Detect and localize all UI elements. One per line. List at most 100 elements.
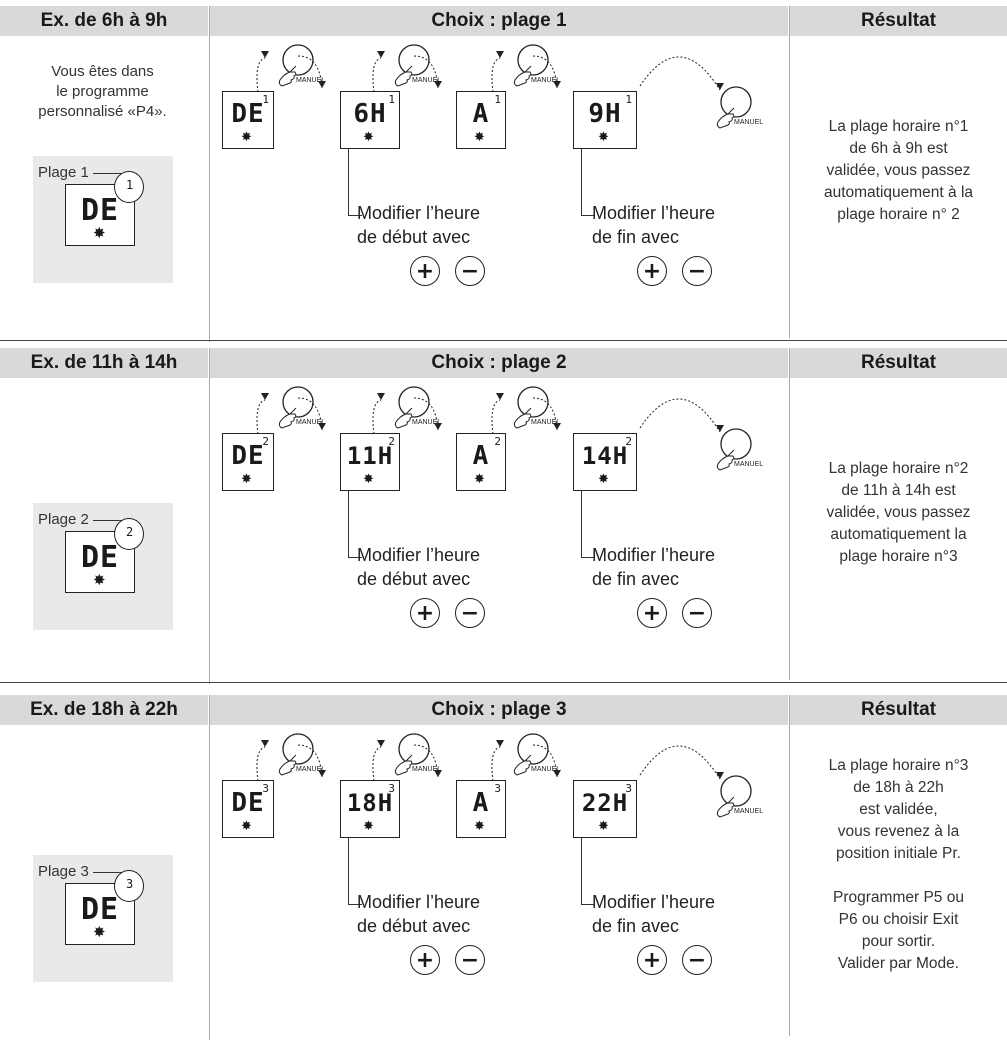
lcd-range-index: 3 (625, 782, 632, 795)
dotted-arrow (491, 51, 504, 93)
result-line: position initiale Pr. (836, 845, 961, 862)
result-line: de 6h à 9h est (849, 140, 948, 157)
start-plus-button: + (410, 598, 440, 628)
bracket-line (348, 149, 349, 215)
dotted-arrow (413, 55, 442, 89)
dotted-arrow (639, 398, 724, 433)
result-line: Programmer P5 ou (833, 889, 964, 906)
manuel-press-3-press-icon: MANUEL (513, 44, 560, 87)
lcd-range-index: 2 (388, 435, 395, 448)
dotted-arrow (256, 740, 269, 782)
sun-icon: ✸ (241, 818, 252, 833)
bracket-line (348, 904, 362, 905)
modify-line: Modifier l’heure (592, 545, 716, 565)
column-divider (209, 695, 210, 1040)
result-line: validée, vous passez (826, 504, 971, 521)
lcd-range-index: 3 (388, 782, 395, 795)
manuel-press-1-press-icon: MANUEL (278, 733, 325, 776)
dotted-arrow (256, 393, 269, 435)
modify-line: de début avec (357, 916, 471, 936)
manuel-label: MANUEL (296, 77, 325, 84)
end-plus-button: + (637, 256, 667, 286)
end-minus-button: − (682, 945, 712, 975)
dotted-arrow (413, 744, 442, 778)
start-plus-button: + (410, 256, 440, 286)
sun-icon: ✸ (241, 129, 252, 144)
end-plus-button: + (637, 945, 667, 975)
manuel-label: MANUEL (531, 419, 560, 426)
sun-icon: ✸ (474, 129, 485, 144)
header-example: Ex. de 11h à 14h (0, 348, 208, 378)
modify-line: Modifier l’heure (357, 545, 481, 565)
end-plus-button: + (637, 598, 667, 628)
header-result: Résultat (790, 6, 1007, 36)
sun-icon: ✸ (241, 471, 252, 486)
bracket-line (581, 557, 595, 558)
bracket-line (581, 215, 595, 216)
manuel-press-final-press-icon: MANUEL (716, 775, 763, 818)
intro-line: Vous êtes dans (51, 63, 154, 80)
manuel-press-1-press-icon: MANUEL (278, 386, 325, 429)
manuel-label: MANUEL (296, 766, 325, 773)
result-line: pour sortir. (861, 933, 936, 950)
leader-line (93, 520, 137, 521)
header-choice: Choix : plage 2 (210, 348, 788, 378)
lcd-digits: 18H (346, 789, 394, 817)
modify-line: Modifier l’heure (592, 203, 716, 223)
lcd-range-index: 2 (494, 435, 501, 448)
manuel-press-final-press-icon: MANUEL (716, 428, 763, 471)
manuel-label: MANUEL (412, 77, 441, 84)
dotted-arrow (639, 56, 724, 91)
range-index-highlight: 3 (114, 870, 144, 902)
lcd-digits: DE (80, 892, 120, 927)
plage-label: Plage 2 (38, 511, 89, 528)
lcd-range-index: 1 (388, 93, 395, 106)
lcd-digits: 6H (353, 99, 387, 129)
sun-icon: ✸ (598, 129, 609, 144)
intro-line: personnalisé «P4». (38, 103, 167, 120)
manuel-press-2-press-icon: MANUEL (394, 44, 441, 87)
modify-line: de début avec (357, 569, 471, 589)
manuel-label: MANUEL (296, 419, 325, 426)
dotted-arrow (297, 55, 326, 89)
lcd-range-index: 1 (494, 93, 501, 106)
end-minus-button: − (682, 256, 712, 286)
manuel-label: MANUEL (531, 766, 560, 773)
modify-line: de début avec (357, 227, 471, 247)
result-line: La plage horaire n°2 (828, 460, 969, 477)
result-line: P6 ou choisir Exit (838, 911, 959, 928)
lcd-digits: DE (80, 540, 120, 575)
dotted-arrow (532, 55, 561, 89)
result-line: automatiquement la (830, 526, 967, 543)
range-index-highlight: 1 (114, 171, 144, 203)
modify-line: de fin avec (592, 569, 680, 589)
sun-icon: ✸ (363, 818, 374, 833)
dotted-arrow (491, 740, 504, 782)
dotted-arrow (372, 740, 385, 782)
manuel-label: MANUEL (734, 461, 763, 468)
end-minus-button: − (682, 598, 712, 628)
lcd-digits: 14H (581, 442, 629, 470)
result-line: validée, vous passez (826, 162, 971, 179)
manuel-press-1-press-icon: MANUEL (278, 44, 325, 87)
dotted-arrow (413, 397, 442, 431)
sun-icon: ✸ (474, 818, 485, 833)
